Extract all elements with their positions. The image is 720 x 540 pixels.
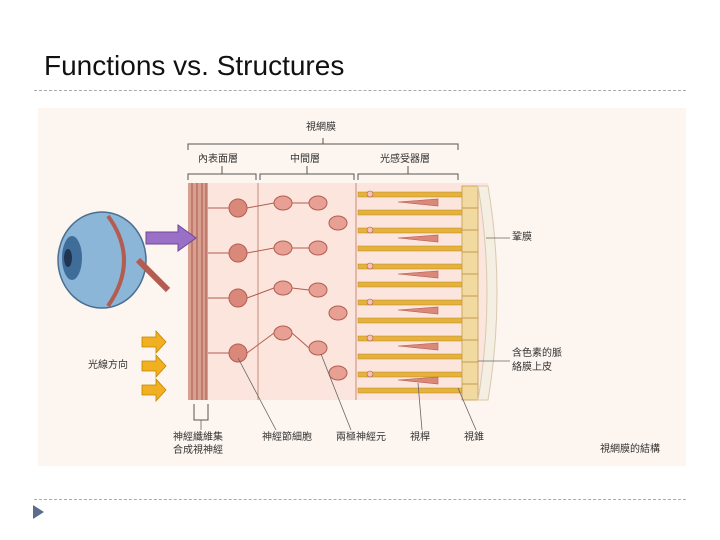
label-retina: 視網膜 [306, 122, 336, 133]
label-light-direction: 光線方向 [88, 360, 128, 371]
bullet-arrow-icon [33, 505, 44, 519]
label-ganglion-cells: 神經節細胞 [262, 432, 312, 443]
label-pigment-epithelium-1: 含色素的脈 [512, 348, 562, 359]
light-arrows [141, 329, 167, 403]
label-photoreceptor-layer: 光感受器層 [380, 154, 430, 165]
pigment-epithelium [461, 185, 479, 401]
label-cones: 視錐 [464, 432, 484, 443]
label-optic-fibers-1: 神經纖維集 [173, 432, 223, 443]
label-middle-layer: 中間層 [290, 154, 320, 165]
layer-brackets [187, 138, 459, 421]
retina-diagram [57, 138, 510, 431]
label-sclera: 鞏膜 [512, 232, 532, 243]
label-optic-fibers-2: 合成視神經 [173, 445, 223, 456]
footer-divider [34, 499, 686, 500]
sclera-band [477, 185, 498, 401]
magnify-pointer [145, 224, 197, 252]
retina-structure-figure: 視網膜 內表面層 中間層 光感受器層 鞏膜 含色素的脈 絡膜上皮 光線方向 神經… [38, 108, 686, 466]
nerve-fiber-layer [188, 183, 208, 400]
label-bipolar-neurons: 兩極神經元 [336, 432, 386, 443]
title-divider [34, 90, 686, 91]
label-inner-surface-layer: 內表面層 [198, 154, 238, 165]
bipolar-cells [246, 195, 348, 381]
label-rods: 視桿 [410, 432, 430, 443]
leader-lines [200, 237, 510, 431]
slide-title: Functions vs. Structures [44, 50, 345, 81]
label-pigment-epithelium-2: 絡膜上皮 [512, 362, 552, 373]
label-caption: 視網膜的結構 [600, 444, 660, 455]
eyeball [57, 211, 171, 309]
